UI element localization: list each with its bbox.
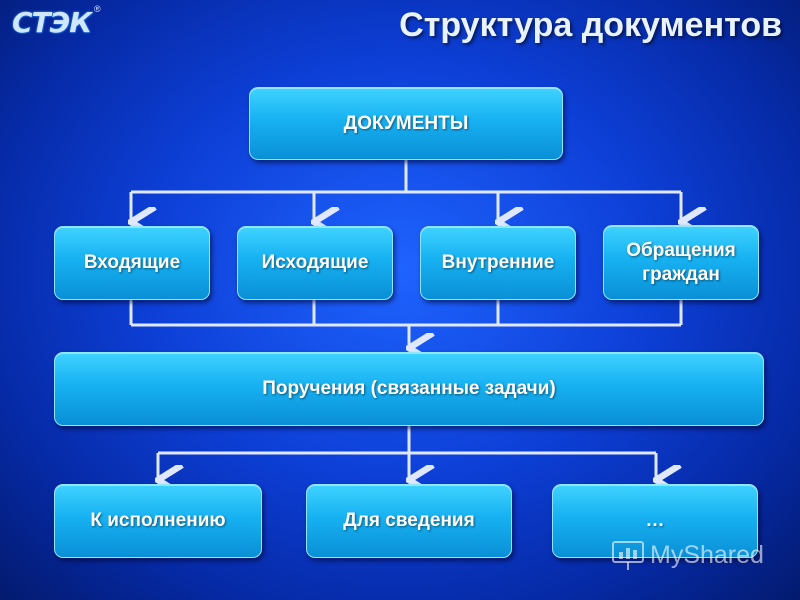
leaf-label-execution: К исполнению (90, 510, 226, 531)
watermark: MyShared (610, 538, 780, 574)
tasks-box-label: Поручения (связанные задачи) (262, 378, 556, 399)
page-title: Структура документов (399, 6, 782, 44)
category-label-citizens: Обращения граждан (626, 239, 736, 285)
root-box-documents: ДОКУМЕНТЫ (249, 87, 563, 160)
logo-text: СТЭК (12, 6, 92, 39)
company-logo: СТЭК ® (6, 4, 102, 40)
category-box-incoming: Входящие (54, 226, 210, 300)
root-box-label: ДОКУМЕНТЫ (343, 112, 469, 134)
leaf-box-info: Для сведения (306, 484, 512, 558)
category-box-internal: Внутренние (420, 226, 576, 300)
tasks-box: Поручения (связанные задачи) (54, 352, 764, 426)
watermark-text: MyShared (650, 541, 764, 569)
leaf-label-more: … (645, 510, 665, 531)
category-box-outgoing: Исходящие (237, 226, 393, 300)
presentation-icon (612, 541, 644, 570)
registered-mark: ® (94, 4, 101, 14)
category-label-internal: Внутренние (441, 252, 555, 273)
leaf-label-info: Для сведения (343, 510, 475, 531)
category-box-citizens: Обращения граждан (603, 225, 759, 300)
category-label-outgoing: Исходящие (261, 252, 369, 273)
leaf-box-execution: К исполнению (54, 484, 262, 558)
leaf-box-more: … (552, 484, 758, 558)
category-label-incoming: Входящие (83, 252, 181, 273)
